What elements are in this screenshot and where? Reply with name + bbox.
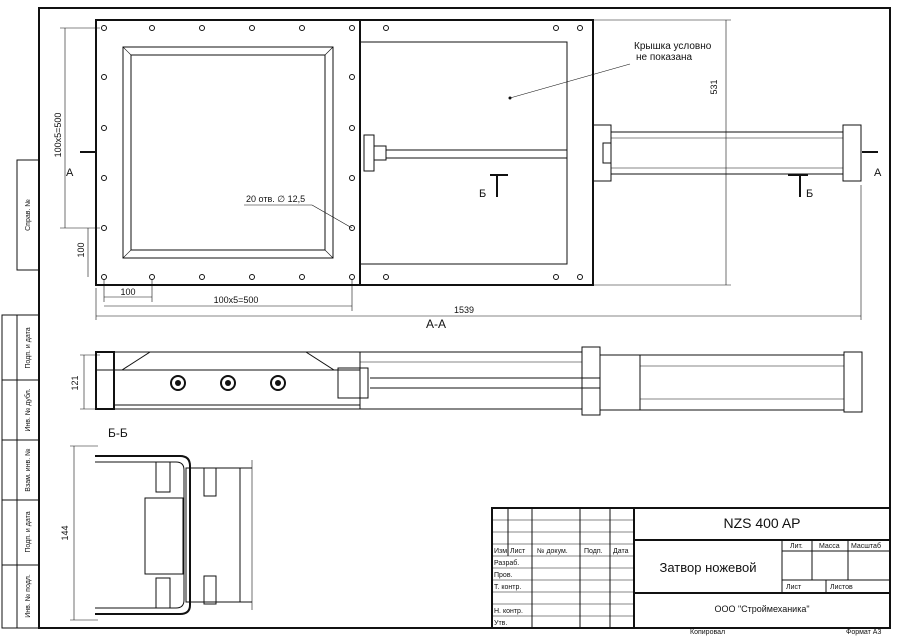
footer-copied: Копировал: [690, 629, 725, 636]
sheet-frame: [38, 7, 891, 629]
section-bb-view: Б-Б 144: [60, 426, 253, 621]
tb-head-podp: Подп.: [584, 548, 603, 555]
side-label-podp-1: Подп. и дата: [25, 327, 32, 368]
tb-head-izm: Изм.: [494, 548, 509, 555]
dim-531: 531: [709, 79, 719, 94]
section-aa-label: А-А: [426, 317, 446, 331]
tb-row-razrab: Разраб.: [494, 559, 519, 567]
cut-a-left: А: [66, 167, 74, 179]
tb-row-utv: Утв.: [494, 620, 507, 627]
side-label-inv-dubl: Инв. № дубл.: [24, 388, 32, 431]
dim-100-vertical: 100: [76, 242, 86, 257]
drawing-name: Затвор ножевой: [659, 560, 756, 575]
title-block: Изм. Лист № докум. Подп. Дата Разраб. Пр…: [491, 507, 891, 629]
cover-note-line-1: Крышка условно: [634, 41, 712, 52]
section-bb-label: Б-Б: [108, 426, 128, 440]
tb-row-prov: Пров.: [494, 572, 513, 579]
holes-note: 20 отв. ∅ 12,5: [246, 194, 305, 204]
tb-sheets: Листов: [830, 584, 853, 591]
side-label-sprav: Справ. №: [25, 199, 32, 231]
dim-height-pitch: 100x5=500: [53, 113, 63, 158]
tb-sheet: Лист: [786, 584, 802, 591]
top-view-dimensions: 100x5=500 100 100 100x5=500 1539 531 А А…: [53, 19, 882, 331]
dim-width-pitch: 100x5=500: [214, 295, 259, 305]
section-aa-view: 121: [70, 346, 863, 416]
tb-lit: Лит.: [790, 543, 803, 550]
cut-a-right: А: [874, 167, 882, 179]
cover-note-line-2: не показана: [636, 52, 693, 63]
tb-head-date: Дата: [613, 548, 629, 555]
cut-b-left: Б: [479, 188, 486, 200]
tb-row-tkontr: Т. контр.: [494, 584, 521, 591]
cut-b-right: Б: [806, 188, 813, 200]
side-label-podp-2: Подп. и дата: [25, 511, 32, 552]
side-label-vzam: Взам. инв. №: [25, 448, 32, 491]
footer-format: Формат А3: [846, 629, 881, 636]
tb-row-nkontr: Н. контр.: [494, 608, 523, 615]
company-name: ООО "Строймеханика": [714, 604, 809, 614]
dim-total-length: 1539: [454, 305, 474, 315]
tb-scale: Масштаб: [851, 542, 881, 550]
tb-head-doc: № докум.: [537, 548, 568, 555]
side-label-inv-podl: Инв. № подл.: [25, 574, 32, 618]
dim-144: 144: [60, 525, 70, 540]
top-view: [95, 19, 862, 286]
dim-121: 121: [70, 375, 80, 390]
drawing-code: NZS 400 AP: [723, 515, 800, 531]
dim-100-horizontal: 100: [120, 287, 135, 297]
tb-mass: Масса: [819, 543, 840, 550]
tb-head-list: Лист: [510, 548, 526, 555]
side-strip: Справ. № Подп. и дата Инв. № дубл. Взам.…: [1, 159, 40, 629]
